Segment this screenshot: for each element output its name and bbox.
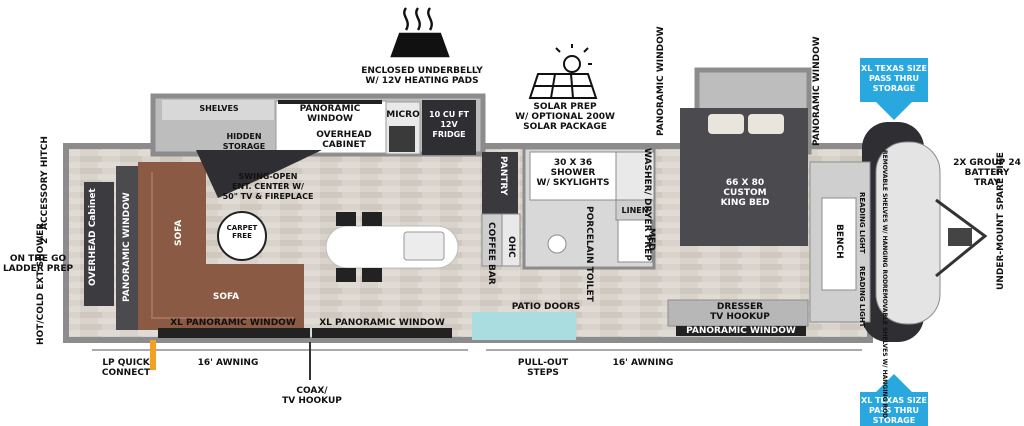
bath-vanity xyxy=(617,219,653,263)
bed-pillow-left xyxy=(708,114,744,134)
chair-1 xyxy=(336,212,356,226)
texas-arrow-top xyxy=(860,58,928,120)
carpet-free-badge xyxy=(217,211,267,261)
toilet xyxy=(547,234,567,254)
linen-label: LINEN xyxy=(621,206,649,215)
removable-shelves-bottom-label: REMOVABLE SHELVES W/ HANGING ROD xyxy=(881,284,888,419)
patio-doors-label: PATIO DOORS xyxy=(511,302,581,312)
pantry xyxy=(482,152,518,214)
heating-pad-icon xyxy=(390,7,450,58)
xl-window-right-bar xyxy=(312,328,452,338)
underbelly-label: ENCLOSED UNDERBELLY W/ 12V HEATING PADS xyxy=(361,66,483,86)
ext-shower-label: HOT/COLD EXT SHOWER xyxy=(36,222,46,345)
bench-label: BENCH xyxy=(834,224,844,259)
reading-light-bottom-label: READING LIGHT xyxy=(858,266,866,328)
xl-window-left-bar xyxy=(158,328,310,338)
panoramic-window-bedroom-bottom-label: PANORAMIC WINDOW xyxy=(686,326,796,336)
linen-closet xyxy=(615,199,655,221)
hitch xyxy=(935,198,988,278)
patio-glass xyxy=(472,312,576,340)
bed-pillow-right xyxy=(748,114,784,134)
med-label: MED xyxy=(646,228,656,251)
dresser-label: DRESSER TV HOOKUP xyxy=(710,302,770,322)
front-cap-inner xyxy=(875,141,941,325)
ohc-counter xyxy=(501,213,521,267)
battery-tray xyxy=(948,228,972,246)
panoramic-window-top-label: PANORAMIC WINDOW xyxy=(299,104,361,124)
awning-right-label: 16' AWNING xyxy=(612,358,674,368)
shower-label: 30 X 36 SHOWER W/ SKYLIGHTS xyxy=(536,158,610,188)
micro-label: MICRO xyxy=(386,110,420,120)
washer-dryer xyxy=(615,151,655,201)
overhead-cabinet-front-label: OVERHEAD Cabinet xyxy=(88,188,98,286)
panoramic-window-bed-left-label: PANORAMIC WINDOW xyxy=(656,26,666,136)
coax-label: COAX/ TV HOOKUP xyxy=(282,386,342,406)
microwave-door xyxy=(389,126,415,152)
coffee-bar-label: COFFEE BAR xyxy=(486,222,496,285)
panoramic-window-bed-right-label: PANORAMIC WINDOW xyxy=(812,36,822,146)
battery-tray-label: 2X GROUP 24 BATTERY TRAY xyxy=(953,158,1021,188)
awning-left-label: 16' AWNING xyxy=(197,358,259,368)
ohc-label: OHC xyxy=(506,236,516,258)
sofa-cushion-line xyxy=(151,172,294,319)
porcelain-toilet-label: PORCELAIN TOILET xyxy=(584,206,594,302)
spare-tire-label: UNDER-MOUNT SPARE TIRE xyxy=(996,152,1006,290)
ent-center-label: SWING-OPEN ENT. CENTER W/ 50" TV & FIREP… xyxy=(222,172,314,201)
lp-connect-marker xyxy=(150,340,156,370)
front-overhead-cabinet xyxy=(84,182,114,306)
texas-storage-top-label: XL TEXAS SIZE PASS THRU STORAGE xyxy=(861,64,927,93)
bed-label: 66 X 80 CUSTOM KING BED xyxy=(720,178,770,208)
removable-shelves-top-label: REMOVABLE SHELVES W/ HANGING ROD xyxy=(881,150,888,285)
sofa xyxy=(138,162,304,330)
solar-panel-icon xyxy=(528,44,598,99)
sofa-top-label: SOFA xyxy=(174,219,184,246)
entertainment-center xyxy=(196,150,322,198)
chair-3 xyxy=(336,268,356,282)
pantry-label: PANTRY xyxy=(498,156,508,196)
texas-arrow-bottom xyxy=(860,374,928,426)
xl-window-right-label: XL PANORAMIC WINDOW xyxy=(319,318,445,328)
front-window-strip xyxy=(116,166,138,330)
reading-light-top-label: READING LIGHT xyxy=(858,192,866,254)
sofa-bottom-label: SOFA xyxy=(212,292,240,302)
fridge xyxy=(422,100,476,155)
dresser xyxy=(667,299,809,327)
xl-window-left-label: XL PANORAMIC WINDOW xyxy=(170,318,296,328)
carpet-free-label: CARPET FREE xyxy=(226,224,258,240)
texas-storage-bottom-label: XL TEXAS SIZE PASS THRU STORAGE xyxy=(861,396,927,425)
panoramic-window-bedroom-bar xyxy=(676,326,806,336)
chair-4 xyxy=(362,268,382,282)
lp-connect-label: LP QUICK CONNECT xyxy=(101,358,151,378)
island-sink xyxy=(403,231,445,261)
panoramic-window-front-label: PANORAMIC WINDOW xyxy=(122,192,132,302)
overhead-cabinet-top-label: OVERHEAD CABINET xyxy=(316,130,372,150)
panoramic-window-top-bar xyxy=(278,100,382,104)
solar-label: SOLAR PREP W/ OPTIONAL 200W SOLAR PACKAG… xyxy=(515,102,615,132)
hidden-storage-label: HIDDEN STORAGE xyxy=(222,132,266,151)
chair-2 xyxy=(362,212,382,226)
shelves-label: SHELVES xyxy=(199,104,239,113)
pullout-steps-label: PULL-OUT STEPS xyxy=(517,358,569,378)
shelves-unit xyxy=(162,100,274,120)
bench-area xyxy=(821,197,857,291)
ladder-prep-label: ON THE GO LADDER PREP xyxy=(2,254,74,274)
fridge-label: 10 CU FT 12V FRIDGE xyxy=(429,110,469,139)
bed xyxy=(680,108,808,246)
